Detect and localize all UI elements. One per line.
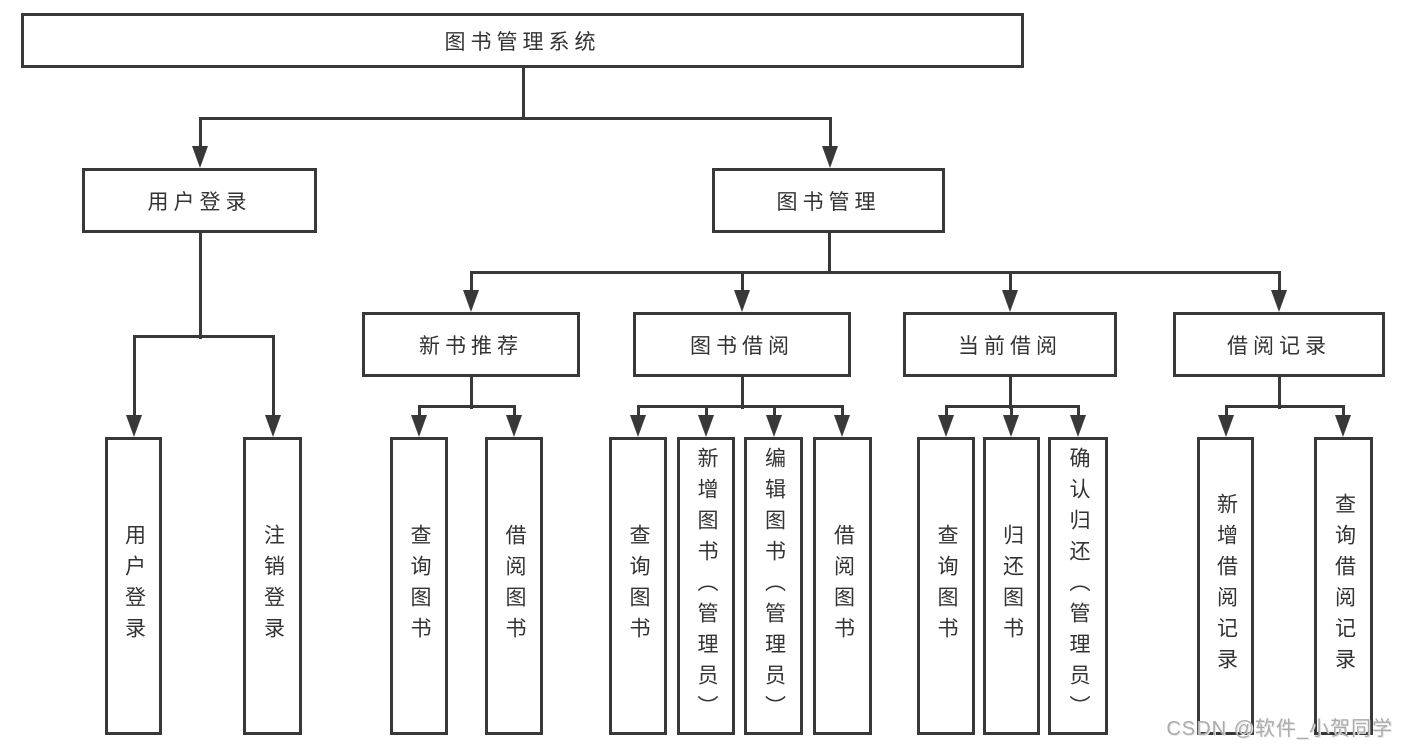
connector-line [828, 116, 832, 160]
connector-line [469, 270, 473, 304]
arrow-down-icon [1271, 290, 1287, 312]
arrow-down-icon [126, 415, 142, 437]
arrow-down-icon [411, 415, 427, 437]
connector-line [740, 375, 744, 409]
arrow-down-icon [938, 415, 954, 437]
connector-line [1008, 270, 1012, 304]
connector-line [198, 231, 202, 339]
connector-line [132, 334, 136, 429]
node-leaf-query-1: 查询图书 [390, 437, 448, 735]
node-book-borrow: 图书借阅 [633, 312, 851, 377]
arrow-down-icon [192, 146, 208, 168]
node-leaf-add-book: 新增图书（管理员） [677, 437, 735, 735]
connector-line [132, 334, 275, 338]
node-leaf-edit-book: 编辑图书（管理员） [744, 437, 803, 735]
arrow-down-icon [834, 415, 850, 437]
connector-line [1277, 375, 1281, 409]
node-new-book-rec: 新书推荐 [362, 312, 580, 377]
arrow-down-icon [506, 415, 522, 437]
arrow-down-icon [1003, 415, 1019, 437]
arrow-down-icon [766, 415, 782, 437]
connector-line [521, 66, 525, 120]
node-leaf-query-2: 查询图书 [609, 437, 667, 735]
node-leaf-user-login: 用户登录 [105, 437, 162, 735]
connector-line [198, 116, 202, 160]
node-leaf-borrow-2: 借阅图书 [813, 437, 872, 735]
node-root: 图书管理系统 [21, 13, 1024, 68]
connector-line [740, 270, 744, 304]
node-current-borrow: 当前借阅 [903, 312, 1117, 377]
arrow-down-icon [734, 290, 750, 312]
node-leaf-confirm: 确认归还（管理员） [1048, 437, 1108, 735]
arrow-down-icon [1070, 415, 1086, 437]
arrow-down-icon [698, 415, 714, 437]
node-leaf-logout: 注销登录 [243, 437, 302, 735]
connector-line [198, 116, 832, 120]
arrow-down-icon [265, 415, 281, 437]
connector-line [827, 231, 831, 274]
connector-line [469, 375, 473, 409]
arrow-down-icon [463, 290, 479, 312]
connector-line [271, 334, 275, 429]
node-leaf-borrow-1: 借阅图书 [485, 437, 543, 735]
node-book-mgmt: 图书管理 [712, 168, 945, 233]
connector-line [417, 404, 516, 408]
connector-line [1224, 404, 1345, 408]
arrow-down-icon [1218, 415, 1234, 437]
connector-line [636, 404, 844, 408]
node-leaf-return: 归还图书 [983, 437, 1040, 735]
arrow-down-icon [1335, 415, 1351, 437]
node-leaf-query-rec: 查询借阅记录 [1314, 437, 1373, 735]
node-leaf-add-rec: 新增借阅记录 [1197, 437, 1254, 735]
arrow-down-icon [630, 415, 646, 437]
connector-line [1277, 270, 1281, 304]
watermark: CSDN @软件_小贺同学 [1166, 718, 1393, 740]
arrow-down-icon [1002, 290, 1018, 312]
node-borrow-records: 借阅记录 [1173, 312, 1385, 377]
connector-line [469, 270, 1281, 274]
arrow-down-icon [822, 146, 838, 168]
node-leaf-query-3: 查询图书 [917, 437, 975, 735]
node-user-login: 用户登录 [82, 168, 317, 233]
connector-line [1008, 375, 1012, 409]
